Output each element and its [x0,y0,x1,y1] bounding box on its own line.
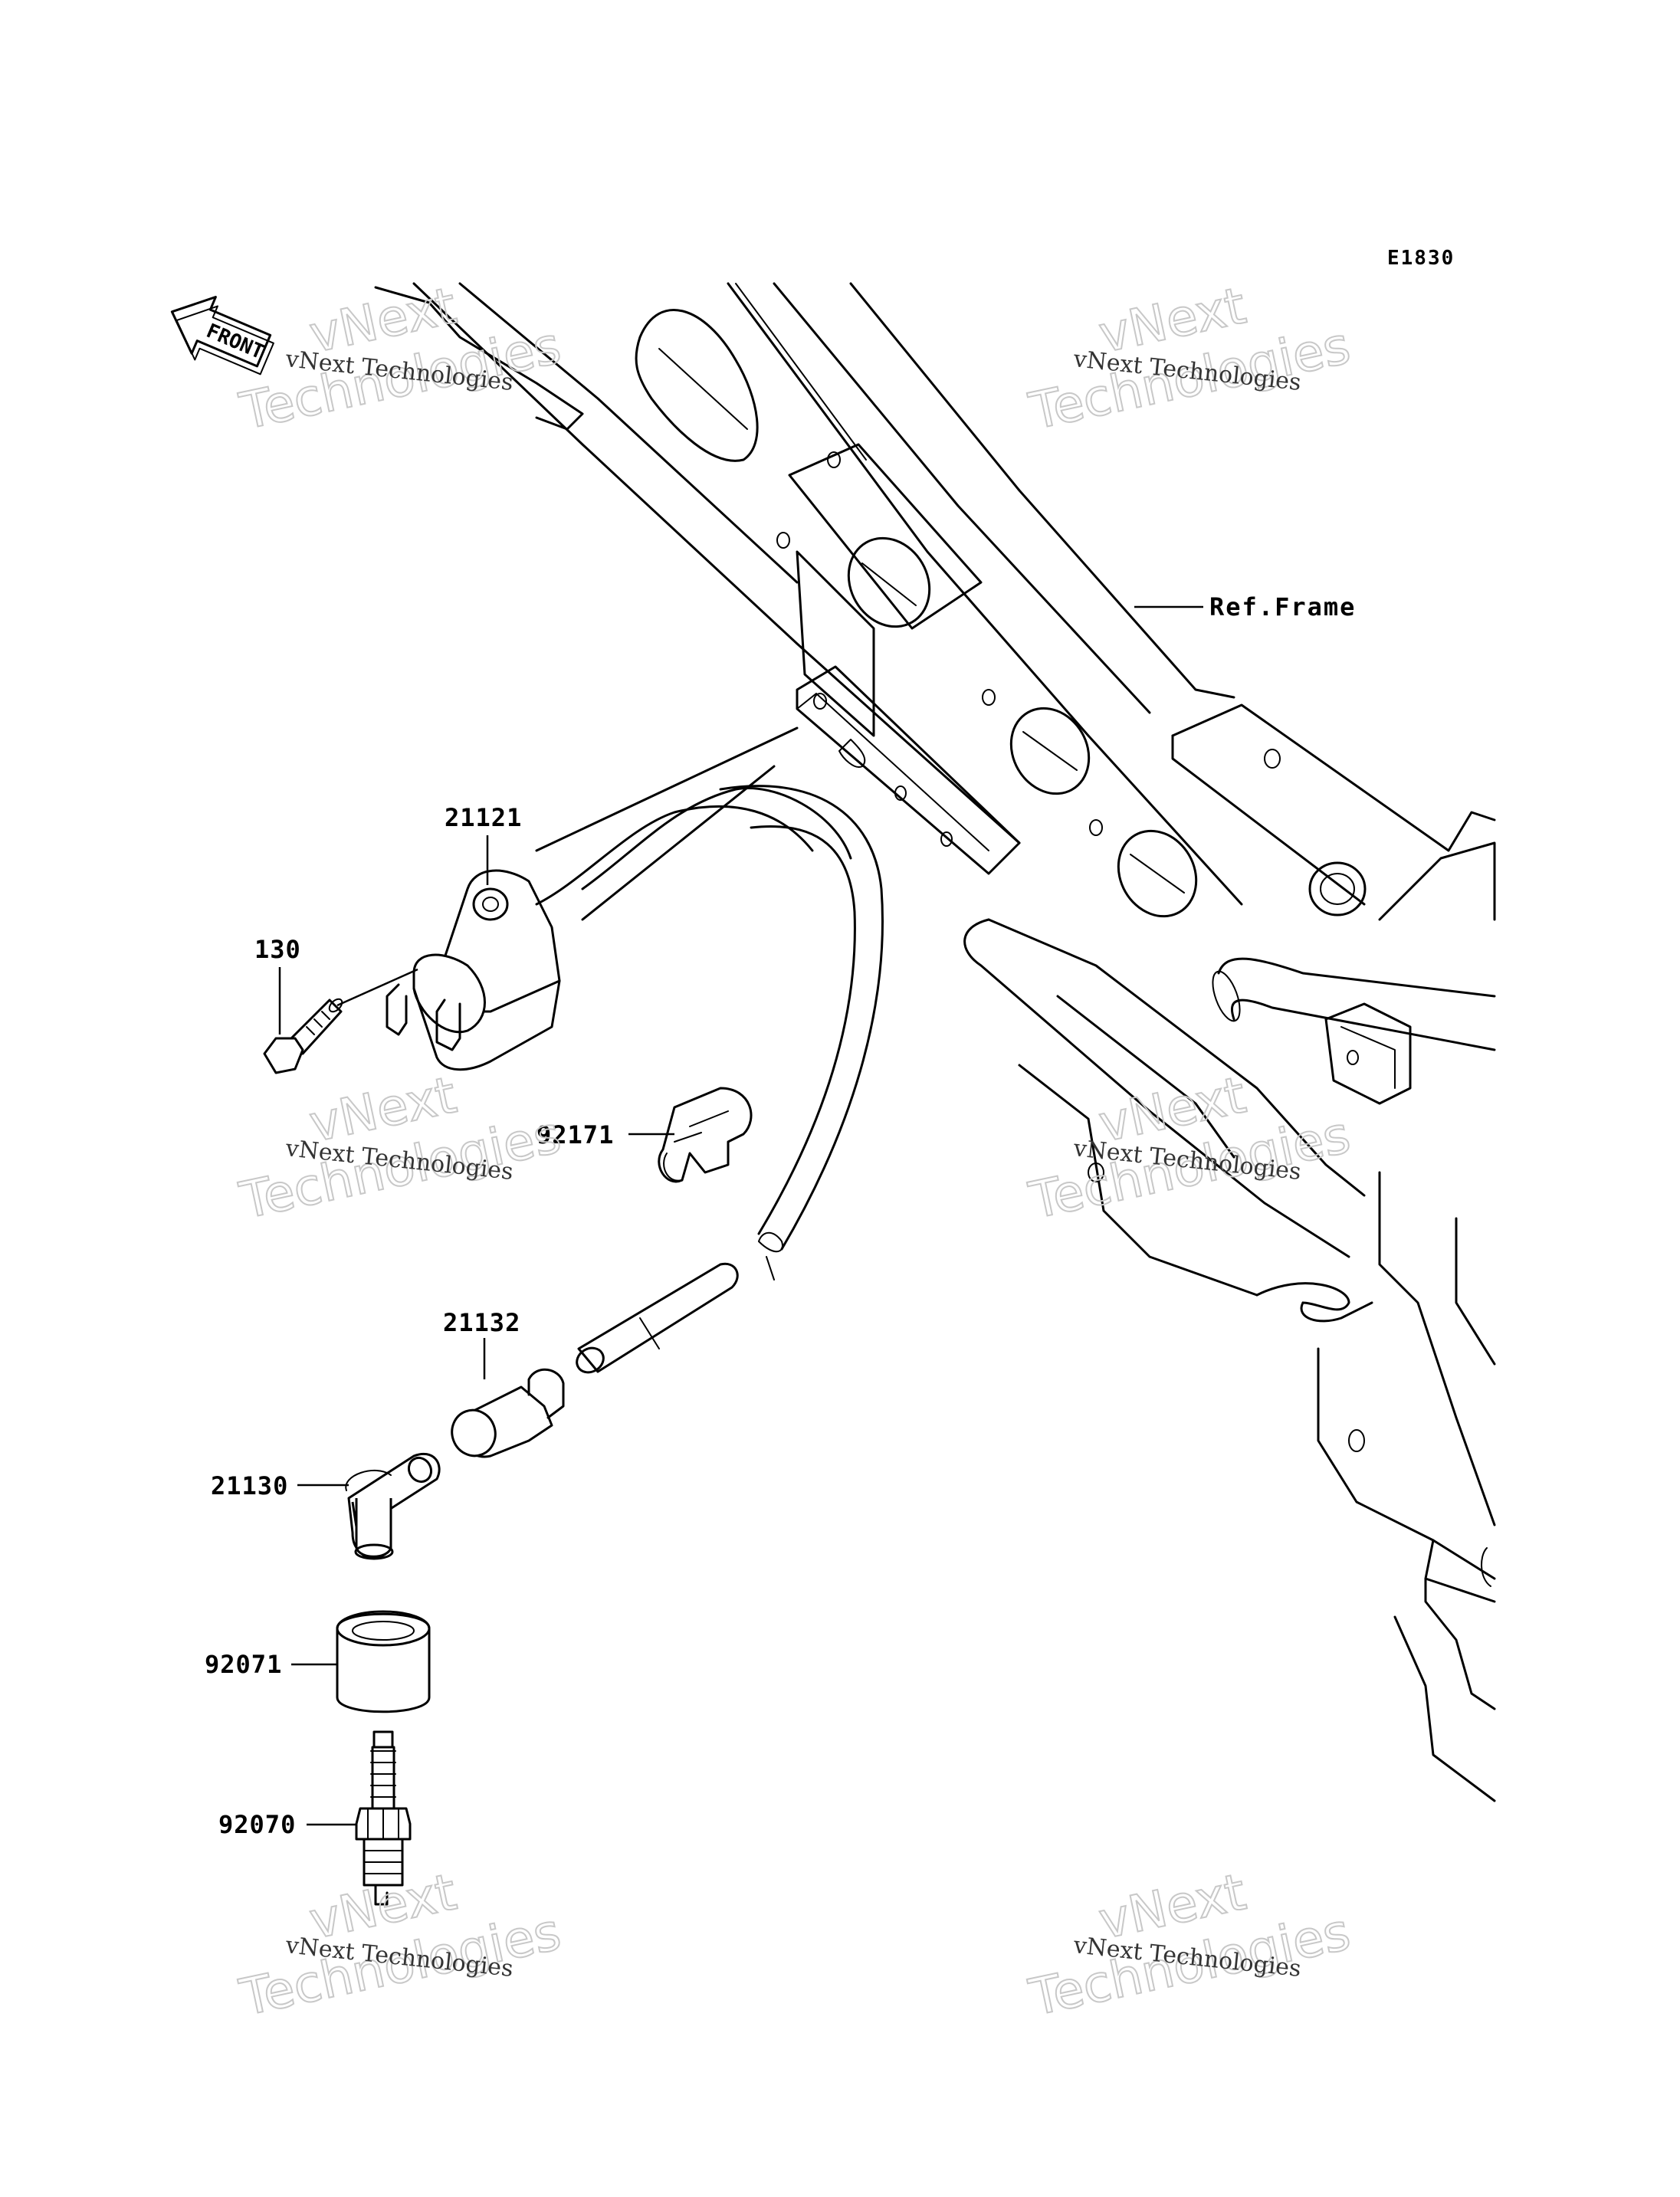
part-number-21132: 21132 [443,1308,520,1337]
plug-cap-21130 [345,1452,441,1560]
coil-bracket [796,665,1021,875]
frame-drawing [374,282,1496,1802]
watermark: vNext Technologies vNext Technologies [234,1064,566,1231]
front-arrow-icon: FRONT [170,296,274,375]
part-92071 [336,1610,431,1713]
part-number-92070: 92070 [218,1810,296,1839]
frame-hole [1117,829,1198,918]
high-tension-lead [719,785,884,1280]
part-21132 [451,1368,565,1458]
frame-hole [847,536,931,628]
diagram-code: E1830 [1387,247,1455,270]
watermark: vNext Technologies vNext Technologies [1023,1861,1356,2028]
watermark: vNext Technologies vNext Technologies [234,275,566,442]
bolt-130 [263,998,343,1074]
ref-frame-label: Ref.Frame [1209,592,1356,621]
watermark: vNext Technologies vNext Technologies [1023,275,1356,442]
frame-hole [1009,707,1091,795]
part-number-92171: 92171 [536,1120,614,1149]
watermark: vNext Technologies vNext Technologies [1023,1064,1356,1231]
watermark: vNext Technologies vNext Technologies [234,1861,566,2028]
part-number-21121: 21121 [445,803,522,832]
part-number-130: 130 [254,935,301,964]
ignition-coil [386,726,852,1071]
clamp-92171 [658,1087,753,1183]
part-number-92071: 92071 [205,1650,282,1679]
cable-end [576,1262,739,1374]
part-number-21130: 21130 [211,1471,288,1500]
